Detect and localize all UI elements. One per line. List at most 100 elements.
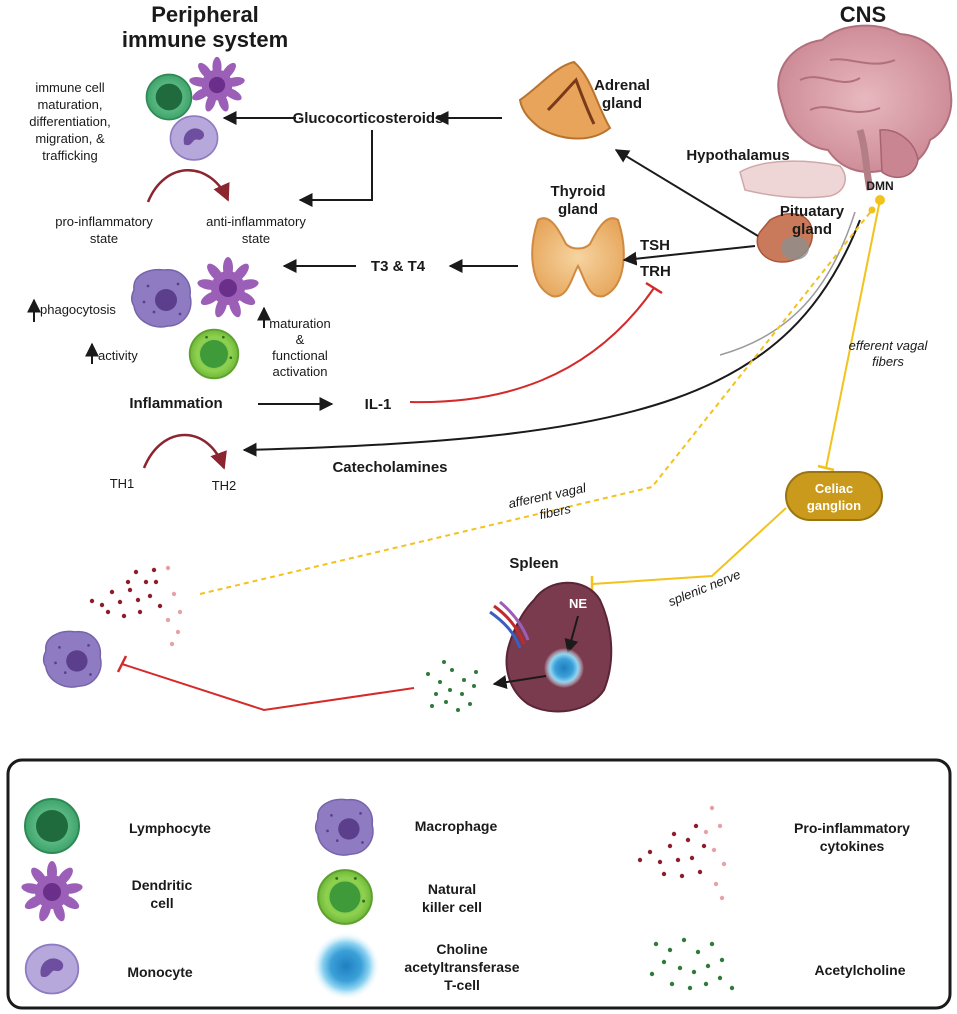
legend-natural-killer-cell-line2: killer cell [422,899,482,915]
cns-header: CNS [840,2,886,27]
pituitary-to-thyroid-arrow [622,245,756,266]
lymphocyte-icon [145,73,193,121]
svg-text:migration, &: migration, & [35,131,105,146]
th1-to-th2-curve [142,433,227,470]
cytokine-dots [89,565,183,647]
afferent-vagal-terminus [868,206,876,214]
maturation-activation-text: maturation & functional activation [269,316,330,379]
splenic-nerve-label: splenic nerve [666,567,743,610]
brain-to-catecholamines-arrow [242,219,861,457]
thyroid-gland-icon [531,217,625,298]
thyroid-gland-label-line1: Thyroid [551,183,606,200]
adrenal-gland-label-line1: Adrenal [594,77,650,94]
tcell-to-acetylcholine-arrow [492,675,547,690]
celiac-ganglion-label-line2: ganglion [807,498,861,513]
pituitary-gland-icon [756,213,813,263]
nk-cell-icon [188,328,240,380]
pro-to-anti-inflammatory-curve [146,169,230,203]
svg-text:maturation,: maturation, [37,97,102,112]
tsh-label: TSH [640,237,670,254]
th2-label: TH2 [212,478,237,493]
efferent-vagal-end-bar [817,464,835,472]
afferent-vagal-line [199,209,873,595]
legend-dendritic-cell-line2: cell [150,895,173,911]
pro-inflammatory-state-line2: state [90,231,118,246]
pro-inflammatory-state-line1: pro-inflammatory [55,214,153,229]
legend-macrophage-icon [314,798,374,856]
anti-inflammatory-state-line1: anti-inflammatory [206,214,306,229]
anti-inflammatory-state-line2: state [242,231,270,246]
dendritic-cell-icon [188,56,246,113]
svg-text:&: & [296,332,305,347]
legend-lymphocyte-label: Lymphocyte [129,820,211,836]
hypothalamus-icon [739,160,846,199]
acetylcholine-dots [426,660,478,712]
dmn-label: DMN [866,179,893,193]
il1-inhibit-bar [645,281,663,295]
svg-text:immune cell: immune cell [35,80,104,95]
legend-dendritic-cell-line1: Dendritic [132,877,193,893]
phagocytosis-label: phagocytosis [40,302,116,317]
afferent-vagal-label-line2: fibers [538,501,573,522]
dendritic-cell-icon-2 [196,257,260,319]
splenic-nerve-line [591,507,787,585]
legend-macrophage-label: Macrophage [415,818,498,834]
il1-inhibits-trh-line [409,287,655,404]
svg-text:differentiation,: differentiation, [29,114,110,129]
svg-text:trafficking: trafficking [42,148,97,163]
legend-natural-killer-cell-icon [317,869,373,925]
legend-cytokine-dots [637,805,727,901]
trh-label: TRH [640,263,671,280]
brain-grey-fiber [719,211,856,356]
legend-chat-t-cell-line3: T-cell [444,977,480,993]
legend-monocyte-label: Monocyte [127,964,193,980]
ne-to-tcell-arrow [564,615,579,654]
spleen-icon [489,581,613,713]
adrenal-gland-icon [518,60,612,140]
celiac-ganglion-node [785,471,883,521]
peripheral-header-line2: immune system [122,27,288,52]
t3-t4-label: T3 & T4 [371,258,426,275]
macrophage-icon [130,268,192,328]
svg-text:activation: activation [273,364,328,379]
legend-acetylcholine-label: Acetylcholine [814,962,905,978]
celiac-ganglion-label-line1: Celiac [815,481,853,496]
efferent-vagal-label-line2: fibers [872,354,904,369]
pituitary-to-adrenal-arrow [614,149,759,237]
il1-label: IL-1 [365,396,392,413]
th1-label: TH1 [110,476,135,491]
efferent-vagal-label-line1: efferent vagal [849,338,929,353]
legend-cytokines-line2: cytokines [820,838,885,854]
svg-text:functional: functional [272,348,328,363]
ne-label: NE [569,596,587,611]
legend-cytokines-line1: Pro-inflammatory [794,820,910,836]
efferent-vagal-line [825,199,881,469]
legend-lymphocyte-icon [24,798,80,854]
legend-natural-killer-cell-line1: Natural [428,881,476,897]
brain-icon [777,24,953,191]
immune-cell-processes-text: immune cell maturation, differentiation,… [29,80,110,163]
legend-monocyte-icon [24,943,80,995]
monocyte-icon [169,115,219,161]
pituatary-gland-label-line2: gland [792,221,832,238]
catecholamines-label: Catecholamines [332,459,447,476]
peripheral-header-line1: Peripheral [151,2,259,27]
glucocorticosteroids-label: Glucocorticosteroids [293,110,444,127]
legend-chat-t-cell-line2: acetyltransferase [404,959,519,975]
thyroid-gland-label-line2: gland [558,201,598,218]
inflammation-label: Inflammation [129,395,222,412]
acetylcholine-inhibits-macrophage-line [121,663,415,712]
chat-t-cell-in-spleen [544,648,584,688]
pituatary-gland-label-line1: Pituatary [780,203,845,220]
spleen-label: Spleen [509,555,558,572]
legend-box [6,758,952,1010]
activity-label: activity [98,348,138,363]
legend-chat-t-cell-line1: Choline [436,941,488,957]
glucocorticosteroids-to-anti-inflammatory-arrow [298,130,373,207]
legend-acetylcholine-dots [649,937,735,991]
macrophage-inhibit-bar [116,655,128,673]
hypothalamus-label: Hypothalamus [686,147,789,164]
legend-chat-t-cell-icon [312,932,380,1000]
macrophage-icon-2 [42,630,102,688]
